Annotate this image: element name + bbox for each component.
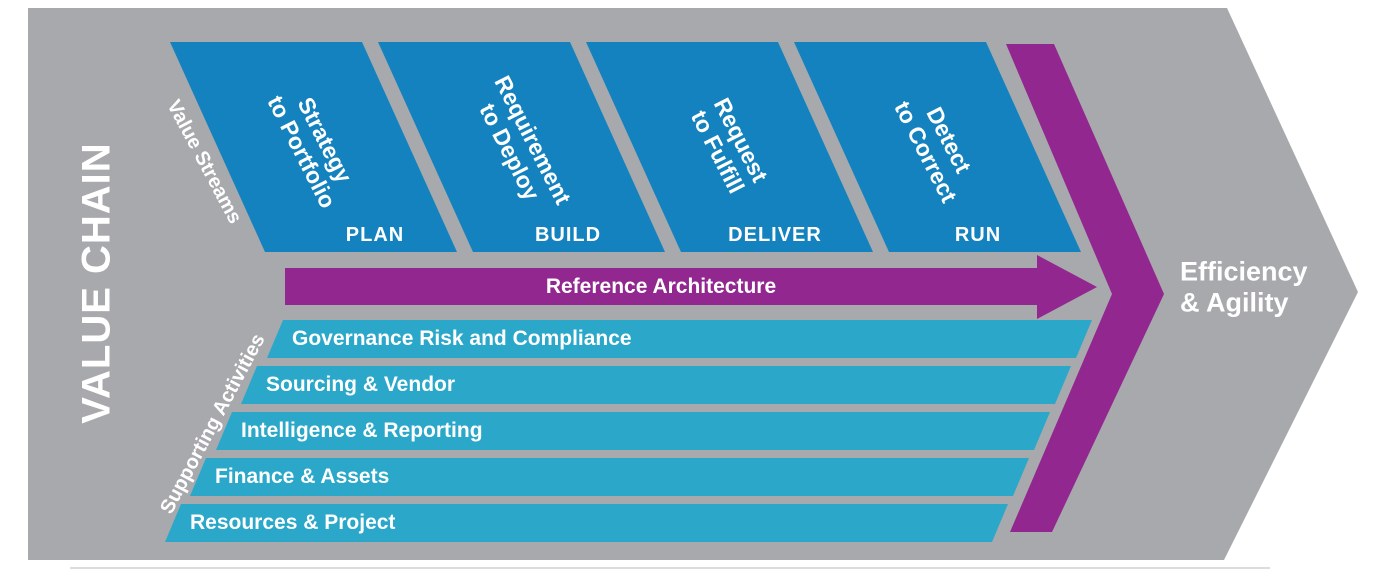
phase-label-deliver: DELIVER <box>728 223 822 246</box>
activity-label-sourcing: Sourcing & Vendor <box>266 373 456 397</box>
purple-chevron-band <box>1006 44 1164 532</box>
activity-label-governance: Governance Risk and Compliance <box>292 327 632 351</box>
activity-bar-resources <box>165 504 1008 542</box>
stage-chevron-requirement-to-deploy <box>378 42 665 252</box>
activity-label-resources: Resources & Project <box>190 511 396 535</box>
phase-label-run: RUN <box>954 223 1002 246</box>
efficiency-agility-label: Efficiency & Agility <box>1180 256 1308 318</box>
stage-chevron-strategy-to-portfolio <box>170 42 457 252</box>
stage-chevron-request-to-fulfill <box>586 42 873 252</box>
phase-label-build: BUILD <box>534 223 602 246</box>
stage-chevron-detect-to-correct <box>794 42 1081 252</box>
phase-label-plan: PLAN <box>345 223 405 246</box>
reference-architecture-arrow-shape <box>285 255 1097 319</box>
activity-bar-governance <box>267 320 1092 358</box>
reference-architecture-label: Reference Architecture <box>545 275 777 299</box>
value-chain-title: VALUE CHAIN <box>74 142 119 424</box>
activity-bar-intelligence <box>216 412 1050 450</box>
activity-label-intelligence: Intelligence & Reporting <box>241 419 483 443</box>
activity-label-finance: Finance & Assets <box>215 465 390 489</box>
activity-bar-sourcing <box>241 366 1071 404</box>
activity-bar-finance <box>190 458 1029 496</box>
bottom-shadow-line <box>70 567 1270 569</box>
